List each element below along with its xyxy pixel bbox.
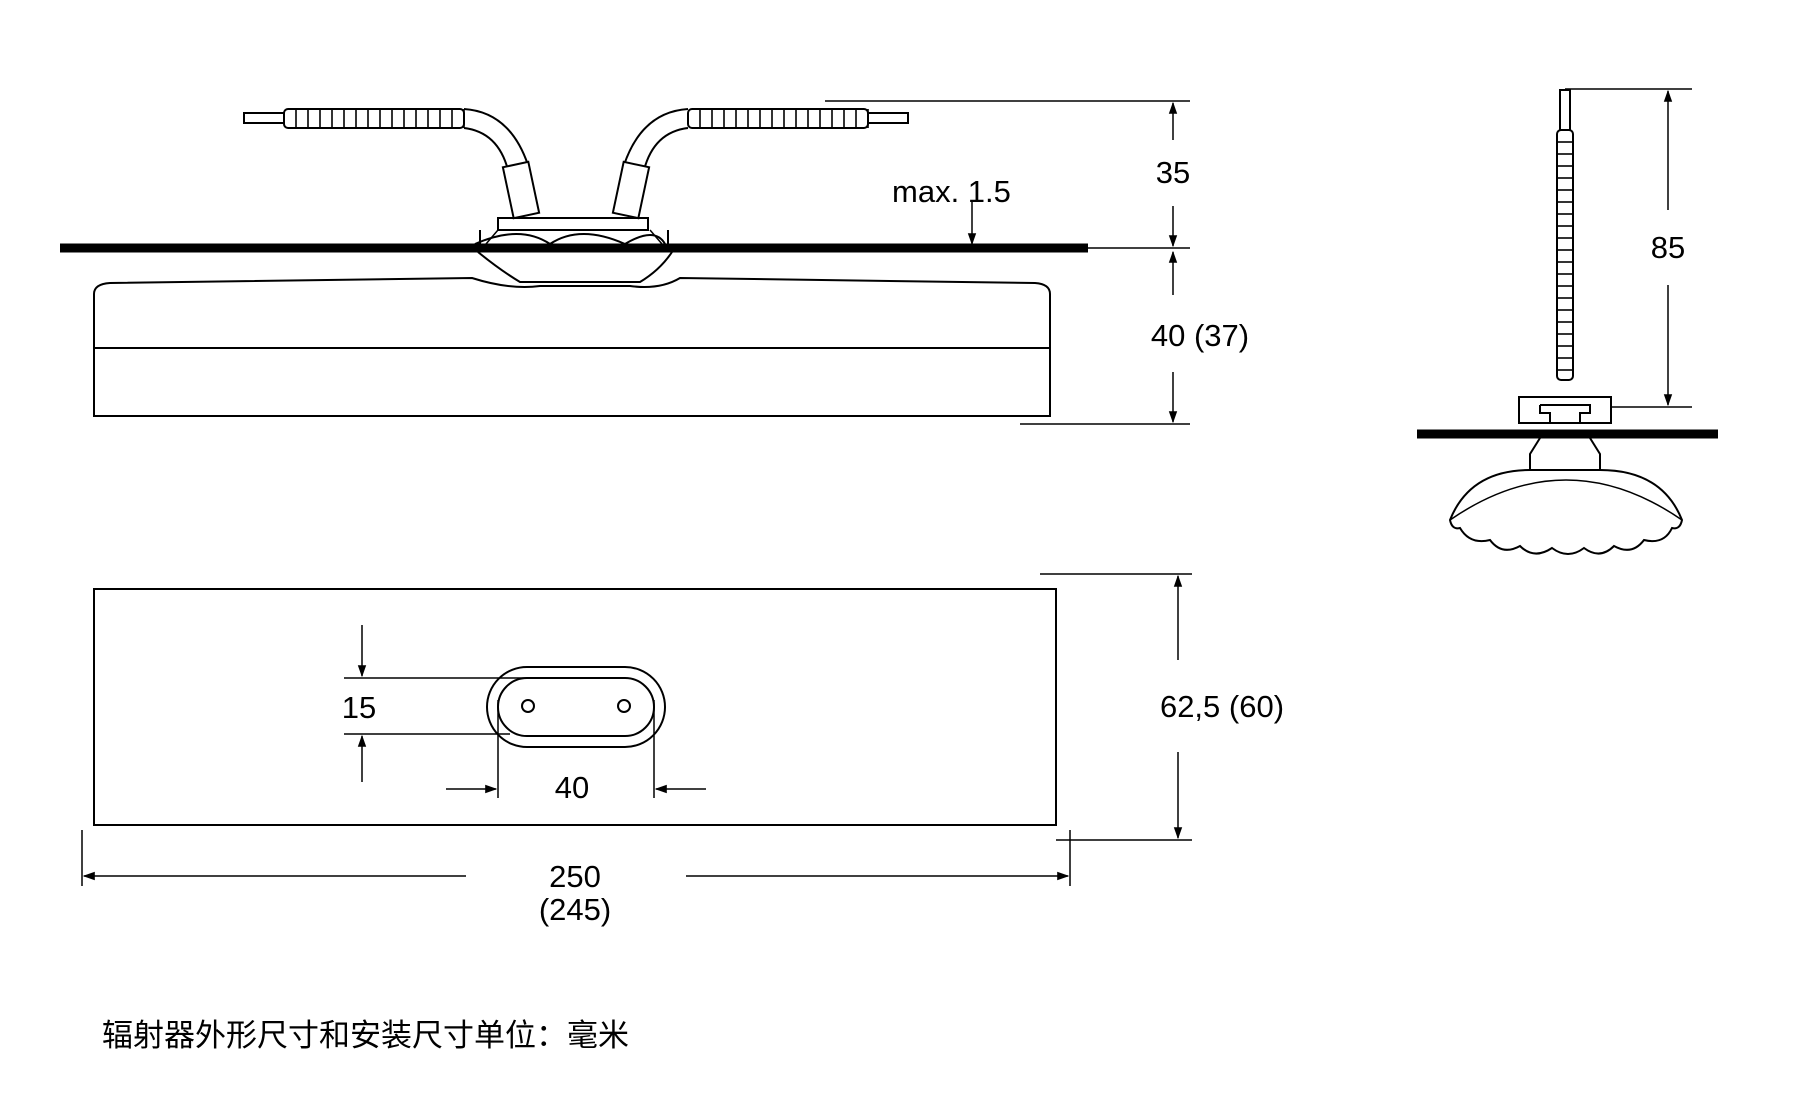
bracket-lower-shell — [477, 251, 673, 283]
top-view: 15 40 62,5 (60) 250 (245) — [81, 573, 1284, 927]
side-reflector — [1448, 469, 1684, 555]
bracket-clip-right — [649, 229, 679, 253]
cable-left-bend — [463, 108, 529, 171]
cable-right-bend — [623, 108, 689, 171]
dim-length-label: 250 — [549, 859, 601, 894]
cable-left-sleeve — [501, 160, 541, 220]
cable-left-tube — [283, 108, 465, 129]
bracket-block — [497, 217, 649, 231]
side-view: 85 — [1417, 88, 1718, 555]
side-cable-tip — [1559, 89, 1571, 131]
radiator-body — [93, 276, 1051, 417]
bracket-slot-outer — [486, 666, 666, 748]
dim-depth-label: 62,5 (60) — [1160, 689, 1284, 724]
side-neck — [1529, 437, 1601, 470]
dim-40-label: 40 (37) — [1151, 318, 1249, 353]
mounting-hole-right — [617, 699, 631, 713]
cable-right — [611, 108, 909, 220]
bracket-saddle — [474, 233, 666, 246]
dim-length-alt-label: (245) — [539, 892, 611, 927]
front-view: 35 max. 1.5 40 (37) — [60, 100, 1249, 425]
dim-15-label: 15 — [342, 690, 376, 725]
cable-left-tip — [243, 112, 285, 124]
cable-right-sleeve — [611, 160, 651, 220]
bracket-clip-left — [469, 229, 499, 253]
top-body-outline — [93, 588, 1057, 826]
dim-max-label: max. 1.5 — [892, 174, 1011, 209]
cable-right-tip — [867, 112, 909, 124]
side-cable-tube — [1556, 129, 1574, 381]
dim-35-label: 35 — [1156, 155, 1190, 190]
mounting-hole-left — [521, 699, 535, 713]
cable-right-tube — [687, 108, 869, 129]
drawing-caption: 辐射器外形尺寸和安装尺寸单位：毫米 — [102, 1018, 629, 1054]
cable-left — [243, 108, 541, 220]
dim-40w-label: 40 — [555, 770, 589, 805]
side-bracket-outer — [1518, 396, 1612, 424]
dim-85-label: 85 — [1651, 230, 1685, 265]
side-reflector-rim — [1449, 479, 1683, 521]
side-bracket-inner — [1539, 404, 1591, 423]
